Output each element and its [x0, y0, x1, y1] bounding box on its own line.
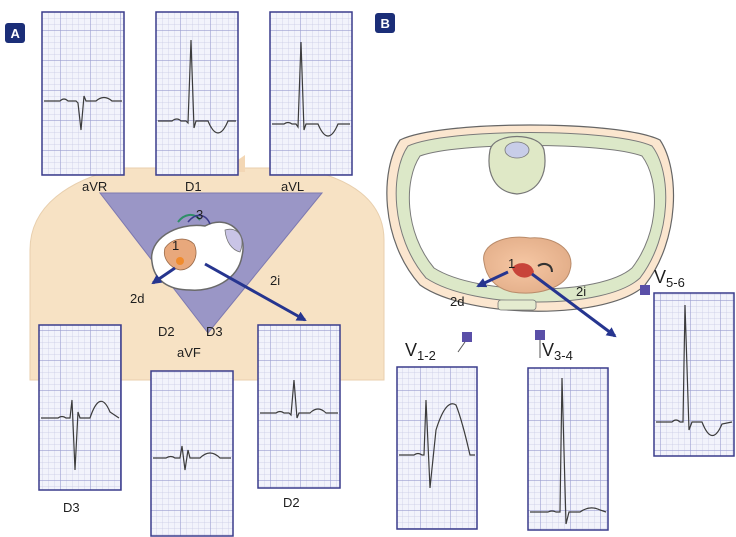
panel-badge-a: A [5, 23, 25, 43]
triangle-label-d2: D2 [158, 324, 175, 339]
lead-caption-d1: D1 [185, 179, 202, 194]
electrode-lead-v12 [458, 342, 465, 352]
svg-text:A: A [11, 26, 21, 41]
lead-caption-avf: aVF [177, 345, 201, 360]
lead-caption-avl: aVL [281, 179, 304, 194]
lead-caption-v56: V5-6 [654, 267, 685, 290]
ecg-strip-d1 [156, 12, 238, 175]
panel-b: 1 2d 2i V1-2 V3-4 V5-6 [375, 13, 734, 530]
lead-caption-v34: V3-4 [542, 340, 573, 363]
ecg-strip-avf [151, 371, 233, 536]
svg-text:B: B [381, 16, 390, 31]
ecg-strip-v34 [528, 368, 608, 530]
heart-label-1: 1 [172, 238, 179, 253]
ecg-strip-d2 [258, 325, 340, 488]
lead-caption-v12: V1-2 [405, 340, 436, 363]
ecg-strip-avr [42, 12, 124, 175]
heart-label-3: 3 [196, 207, 203, 222]
triangle-label-d3: D3 [206, 324, 223, 339]
panel-a: 1 3 2d 2i D2 D3 aVR D1 aVL aVF D3 D2 [5, 12, 384, 536]
vector-label-2d: 2d [130, 291, 144, 306]
panel-badge-b: B [375, 13, 395, 33]
lead-caption-d3: D3 [63, 500, 80, 515]
ecg-strip-v12 [397, 367, 477, 529]
vector-label-2d-transverse: 2d [450, 294, 464, 309]
ecg-strip-v56 [654, 293, 734, 456]
ecg-strip-d3 [39, 325, 121, 490]
vector-label-2i-transverse: 2i [576, 284, 586, 299]
lead-caption-avr: aVR [82, 179, 107, 194]
lead-caption-d2: D2 [283, 495, 300, 510]
heart-label-1-transverse: 1 [508, 256, 515, 271]
heart-illustration-transverse [484, 237, 571, 293]
electrode-v12 [462, 332, 472, 342]
sternum [498, 300, 536, 310]
vector-label-2i: 2i [270, 273, 280, 288]
electrode-v56 [640, 285, 650, 295]
ecg-strip-avl [270, 12, 352, 175]
electrode-v34 [535, 330, 545, 340]
